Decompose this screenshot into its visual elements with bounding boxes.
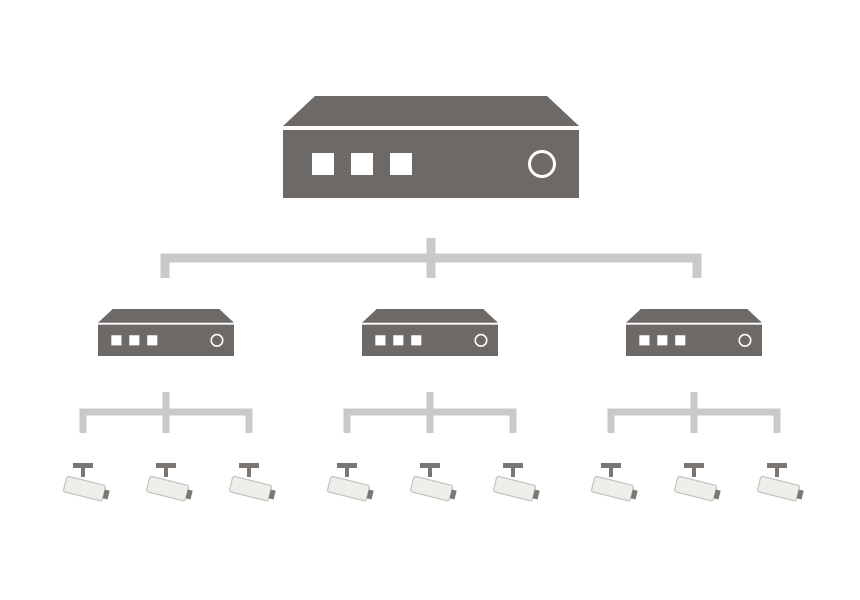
- camera-housing: [145, 475, 193, 502]
- recorder-indicator: [375, 335, 386, 346]
- camera-shell: [492, 475, 536, 502]
- camera-housing: [756, 475, 804, 502]
- recorder-indicator: [390, 153, 412, 175]
- camera-icon-3-2: [673, 463, 721, 502]
- camera-lens: [268, 489, 276, 500]
- recorder-indicator: [393, 335, 404, 346]
- recorder-lid: [362, 309, 498, 323]
- camera-mount: [73, 463, 93, 468]
- camera-housing: [492, 475, 540, 502]
- recorder-indicator: [147, 335, 158, 346]
- camera-icon-1-3: [228, 463, 276, 502]
- camera-housing: [62, 475, 110, 502]
- power-button-icon: [474, 333, 488, 347]
- camera-lens: [102, 489, 110, 500]
- camera-mount: [601, 463, 621, 468]
- camera-icon-1-1: [62, 463, 110, 502]
- camera-arm: [345, 467, 349, 477]
- recorder-indicator: [351, 153, 373, 175]
- recorder-indicator: [639, 335, 650, 346]
- recorder-indicator: [312, 153, 334, 175]
- branch-connector-2: [343, 392, 517, 433]
- power-button-icon: [210, 333, 224, 347]
- recorder-indicator: [675, 335, 686, 346]
- recorder-indicator: [111, 335, 122, 346]
- camera-housing: [409, 475, 457, 502]
- power-button-icon: [528, 150, 556, 178]
- camera-lens: [713, 489, 721, 500]
- camera-lens: [449, 489, 457, 500]
- branch-recorder-icon-1: [98, 309, 234, 356]
- camera-housing: [590, 475, 638, 502]
- root-recorder-icon: [283, 96, 579, 198]
- camera-arm: [164, 467, 168, 477]
- camera-icon-3-1: [590, 463, 638, 502]
- camera-lens: [185, 489, 193, 500]
- camera-arm: [81, 467, 85, 477]
- camera-mount: [684, 463, 704, 468]
- camera-arm: [609, 467, 613, 477]
- camera-shell: [326, 475, 370, 502]
- camera-icon-1-2: [145, 463, 193, 502]
- camera-mount: [420, 463, 440, 468]
- camera-lens: [366, 489, 374, 500]
- camera-lens: [532, 489, 540, 500]
- branch-recorder-icon-3: [626, 309, 762, 356]
- camera-lens: [796, 489, 804, 500]
- root-connector: [160, 238, 702, 278]
- camera-arm: [692, 467, 696, 477]
- recorder-indicator: [411, 335, 422, 346]
- camera-icon-3-3: [756, 463, 804, 502]
- branch-connector-1: [79, 392, 253, 433]
- branch-connector-3: [607, 392, 781, 433]
- camera-arm: [428, 467, 432, 477]
- camera-arm: [247, 467, 251, 477]
- camera-icon-2-3: [492, 463, 540, 502]
- camera-shell: [409, 475, 453, 502]
- camera-mount: [767, 463, 787, 468]
- camera-shell: [228, 475, 272, 502]
- branch-recorder-icon-2: [362, 309, 498, 356]
- camera-shell: [673, 475, 717, 502]
- camera-shell: [62, 475, 106, 502]
- camera-shell: [590, 475, 634, 502]
- recorder-lid: [626, 309, 762, 323]
- recorder-indicator: [129, 335, 140, 346]
- camera-mount: [503, 463, 523, 468]
- power-button-icon: [738, 333, 752, 347]
- camera-mount: [156, 463, 176, 468]
- camera-icon-2-2: [409, 463, 457, 502]
- camera-arm: [511, 467, 515, 477]
- camera-lens: [630, 489, 638, 500]
- camera-mount: [337, 463, 357, 468]
- recorder-indicator: [657, 335, 668, 346]
- camera-housing: [228, 475, 276, 502]
- camera-housing: [673, 475, 721, 502]
- recorder-lid: [283, 96, 579, 126]
- camera-shell: [756, 475, 800, 502]
- camera-shell: [145, 475, 189, 502]
- camera-housing: [326, 475, 374, 502]
- recorder-lid: [98, 309, 234, 323]
- camera-icon-2-1: [326, 463, 374, 502]
- camera-mount: [239, 463, 259, 468]
- camera-arm: [775, 467, 779, 477]
